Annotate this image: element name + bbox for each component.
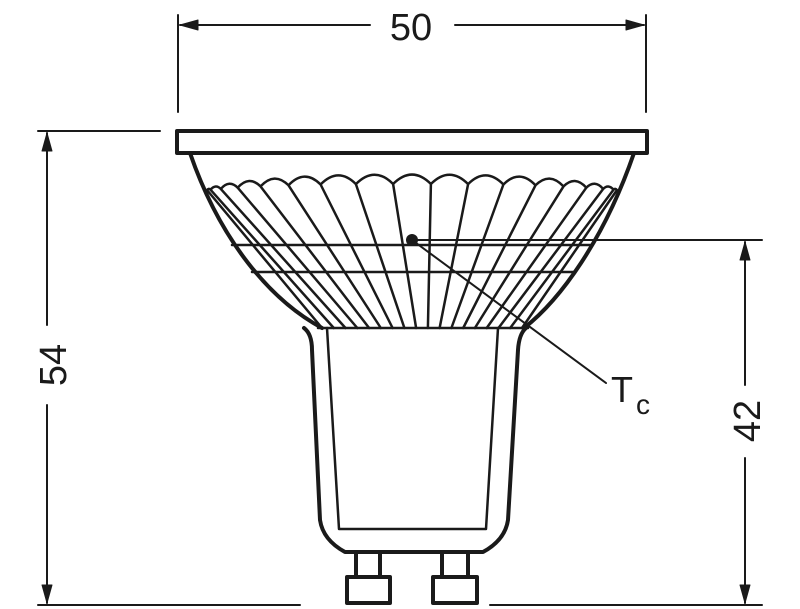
- tc-label: T: [611, 369, 633, 410]
- tc-label-subscript: c: [636, 389, 650, 420]
- tc-leader-line: [411, 239, 607, 384]
- width-dimension: [177, 14, 647, 113]
- pin-right: [431, 551, 479, 605]
- reflector-ribs: [205, 173, 619, 330]
- lamp-base-inner: [325, 326, 500, 531]
- tc-height-dimension: [411, 239, 763, 606]
- height-label: 54: [33, 344, 75, 386]
- reflector-outline: [188, 151, 636, 330]
- height-dimension: [37, 130, 301, 606]
- lamp-base-outer: [302, 326, 528, 554]
- tc-point-marker: [406, 234, 418, 246]
- rib-lines: [205, 173, 619, 330]
- tc-height-label: 42: [727, 400, 769, 442]
- width-label: 50: [390, 7, 432, 49]
- pin-left: [345, 551, 392, 605]
- lamp-rim: [175, 129, 649, 155]
